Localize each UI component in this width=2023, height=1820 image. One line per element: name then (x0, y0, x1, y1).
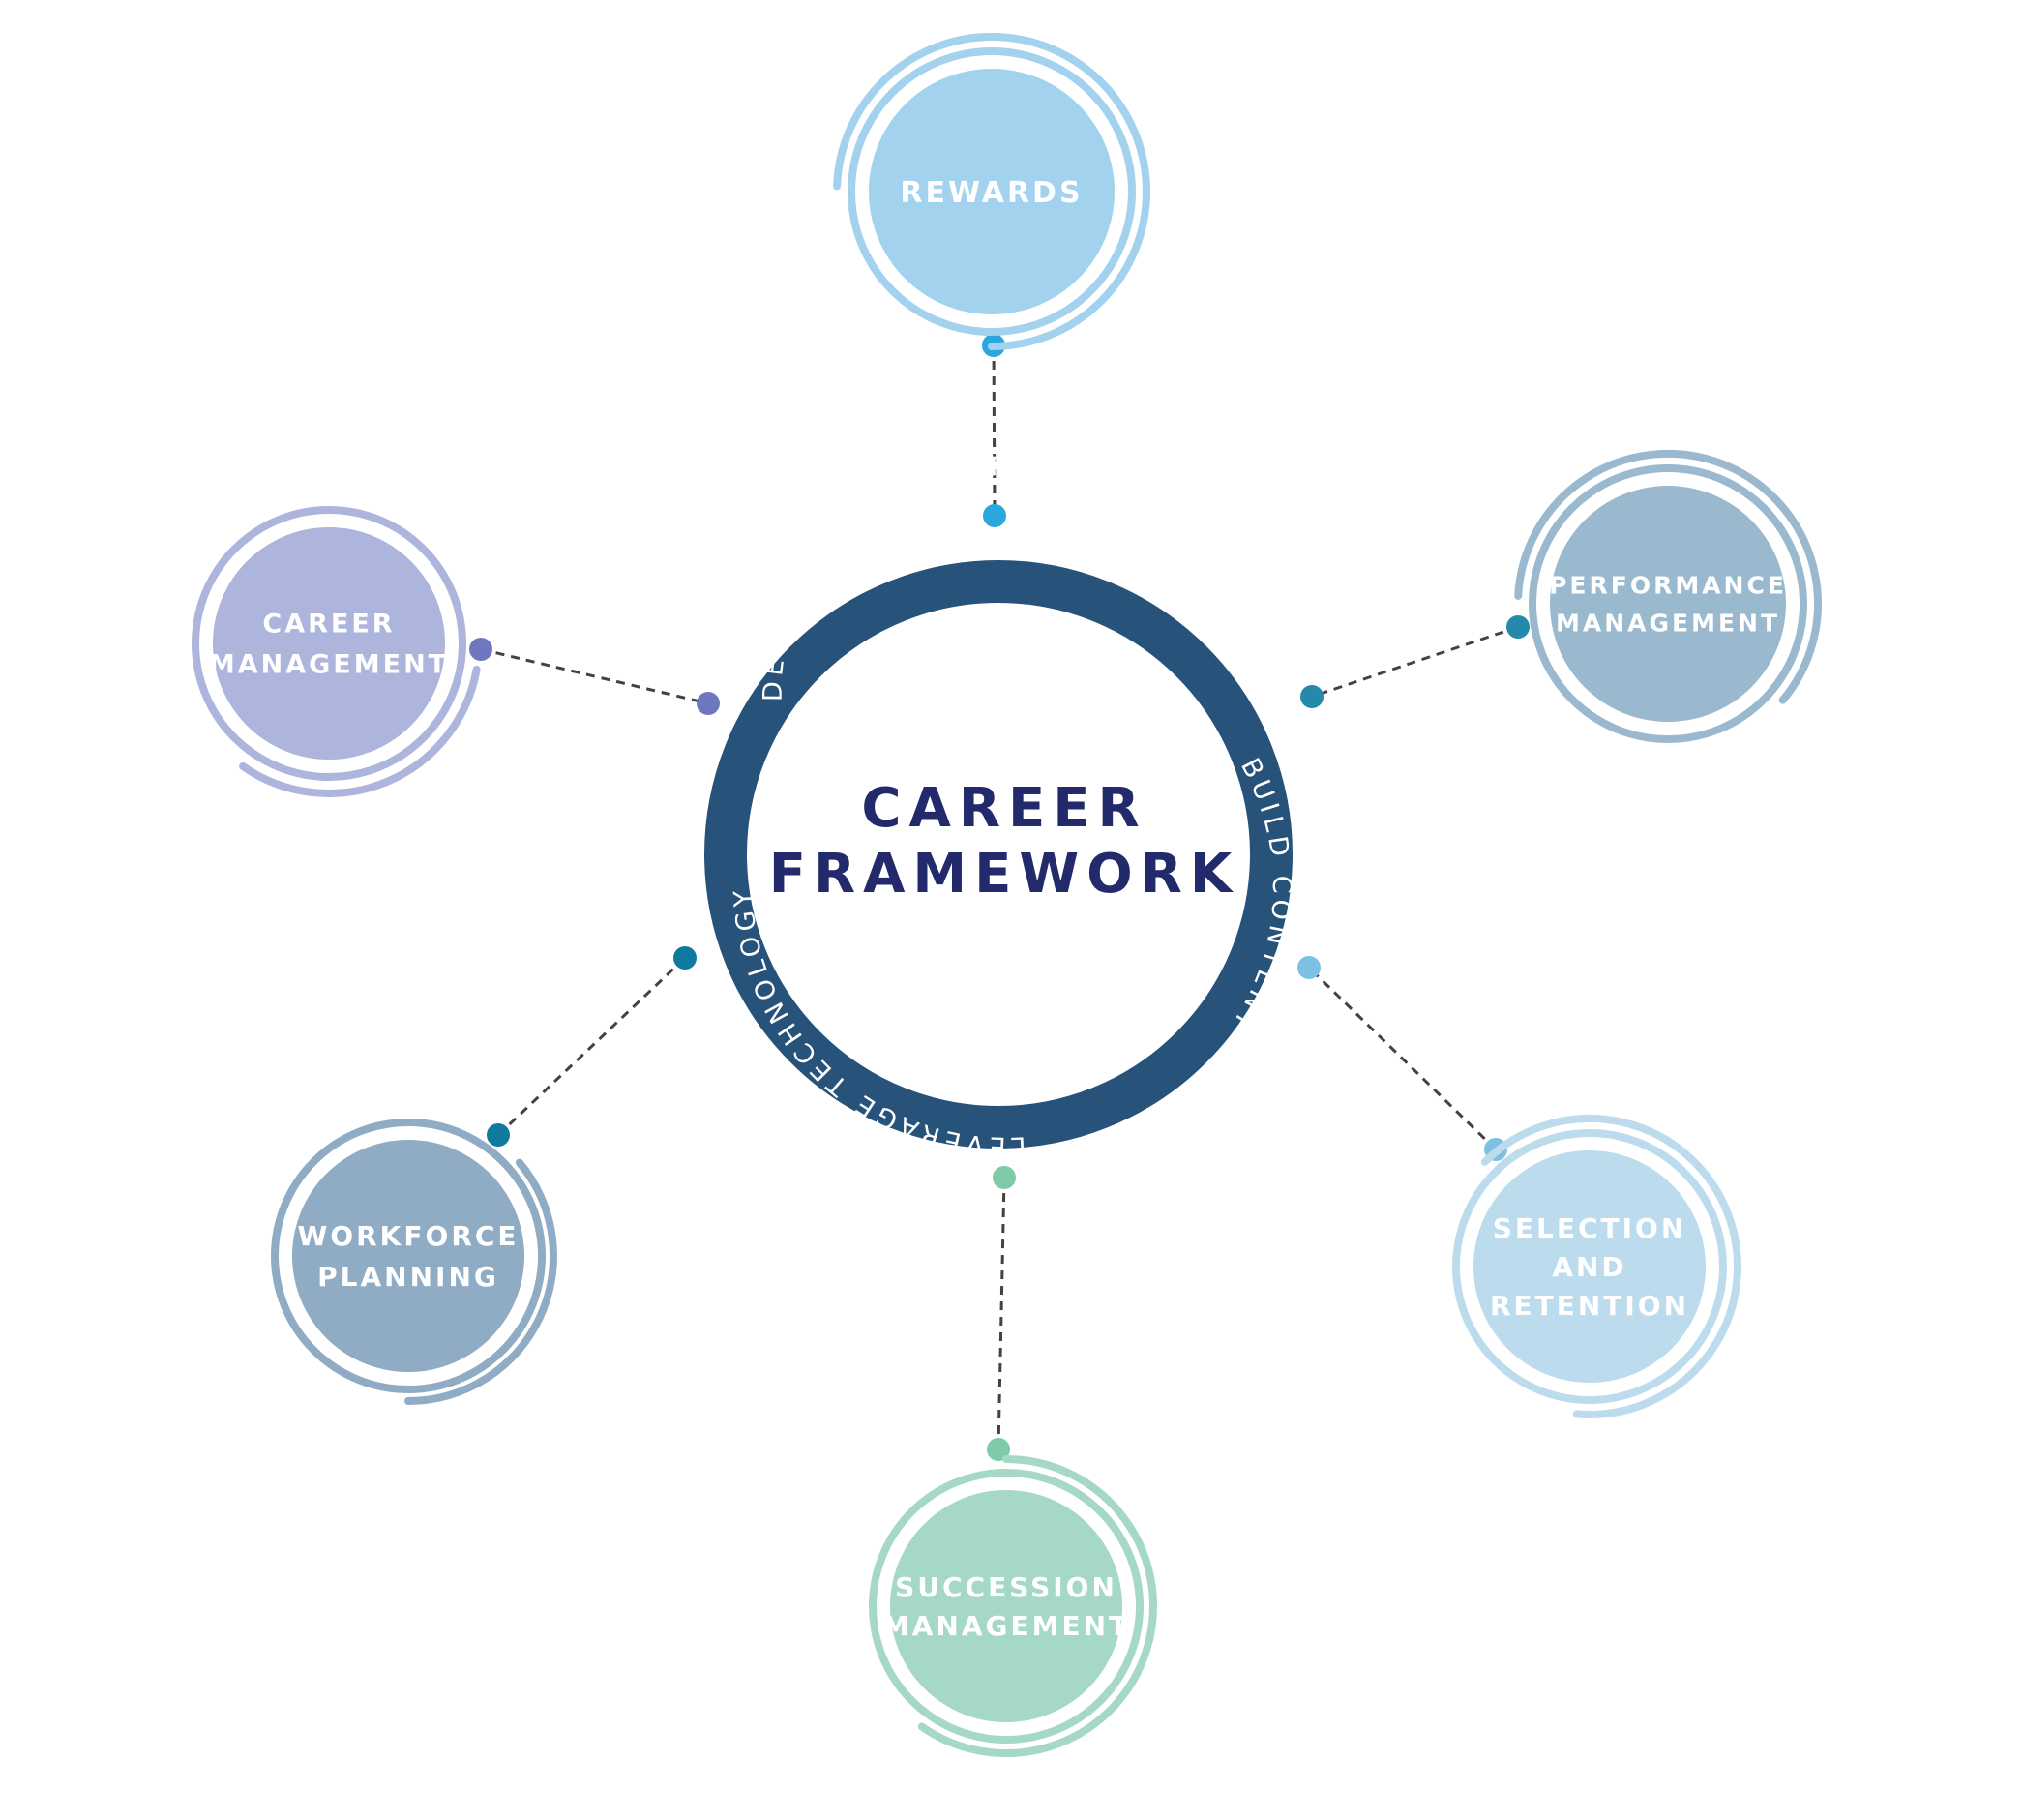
node-outer-arc-performance-management (1514, 449, 1822, 704)
node-disc-workforce-planning (292, 1140, 524, 1372)
node-label-selection-and-retention-line2: AND (1552, 1251, 1626, 1283)
connector-rewards (992, 344, 997, 517)
connector-workforce-planning (496, 956, 687, 1137)
node-outer-arc-succession-management (917, 1455, 1157, 1757)
node-label-succession-management-line1: SUCCESSION (895, 1571, 1117, 1603)
connector-dot-inner-career-management (697, 692, 720, 715)
connector-dot-outer-workforce-planning (487, 1123, 510, 1147)
connector-career-management (480, 647, 709, 705)
node-succession-management: SUCCESSION MANAGEMENT (869, 1455, 1157, 1757)
node-ring-rewards (848, 47, 1136, 336)
node-disc-rewards (869, 69, 1115, 314)
center-ring (704, 560, 1293, 1149)
node-ring-career-management (192, 506, 466, 781)
node-disc-career-management (213, 527, 445, 760)
node-ring-succession-management (869, 1469, 1144, 1744)
node-label-workforce-planning-line1: WORKFORCE (297, 1220, 519, 1252)
node-label-selection-and-retention-line3: RETENTION (1490, 1290, 1689, 1322)
node-rewards: REWARDS (833, 33, 1150, 350)
node-career-management: CAREER MANAGEMENT (192, 506, 481, 797)
node-outer-arc-workforce-planning (404, 1158, 557, 1405)
node-label-career-management-line2: MANAGEMENT (209, 650, 449, 680)
node-label-performance-management-line1: PERFORMANCE (1549, 572, 1787, 600)
connector-dot-outer-career-management (469, 638, 492, 661)
node-label-career-management-line1: CAREER (262, 610, 395, 640)
connector-dot-outer-performance-management (1506, 615, 1530, 639)
connector-dot-inner-rewards (983, 504, 1006, 527)
connector-selection-and-retention (1307, 966, 1498, 1151)
node-ring-workforce-planning (271, 1119, 546, 1393)
node-workforce-planning: WORKFORCE PLANNING (271, 1119, 557, 1405)
node-label-selection-and-retention-line1: SELECTION (1493, 1212, 1687, 1244)
center-title-line2: FRAMEWORK (769, 843, 1240, 906)
node-disc-selection-and-retention (1473, 1150, 1706, 1383)
node-outer-arc-rewards (833, 33, 1150, 350)
node-selection-and-retention: SELECTION AND RETENTION (1452, 1115, 1741, 1418)
node-performance-management: PERFORMANCE MANAGEMENT (1514, 449, 1822, 743)
node-disc-succession-management (890, 1490, 1122, 1722)
connector-dot-inner-workforce-planning (673, 946, 697, 970)
node-label-succession-management-line2: MANAGEMENT (882, 1610, 1130, 1642)
node-label-workforce-planning-line2: PLANNING (317, 1261, 499, 1293)
node-label-rewards-line1: REWARDS (900, 176, 1083, 210)
node-label-performance-management-line2: MANAGEMENT (1556, 610, 1780, 638)
connector-dot-outer-succession-management (987, 1438, 1010, 1461)
node-disc-performance-management (1550, 486, 1786, 722)
node-ring-performance-management (1529, 464, 1807, 743)
node-outer-arc-selection-and-retention (1480, 1115, 1741, 1418)
connector-lines (469, 334, 1530, 1461)
node-outer-arc-career-management (239, 665, 481, 797)
node-ring-selection-and-retention (1452, 1129, 1727, 1404)
connector-succession-management (997, 1177, 1006, 1450)
connector-dot-inner-performance-management (1300, 685, 1324, 708)
connector-performance-management (1311, 625, 1519, 699)
connector-dot-inner-selection-and-retention (1297, 956, 1321, 979)
career-framework-hub: DEVELOP ARCHITECTURE BUILD CONTENT LEVER… (704, 452, 1293, 1161)
framework-nodes: REWARDS PERFORMANCE MANAGEMENT SELECTION AND… (192, 33, 1822, 1757)
connector-dot-inner-succession-management (993, 1166, 1016, 1189)
center-title-line1: CAREER (861, 777, 1146, 840)
